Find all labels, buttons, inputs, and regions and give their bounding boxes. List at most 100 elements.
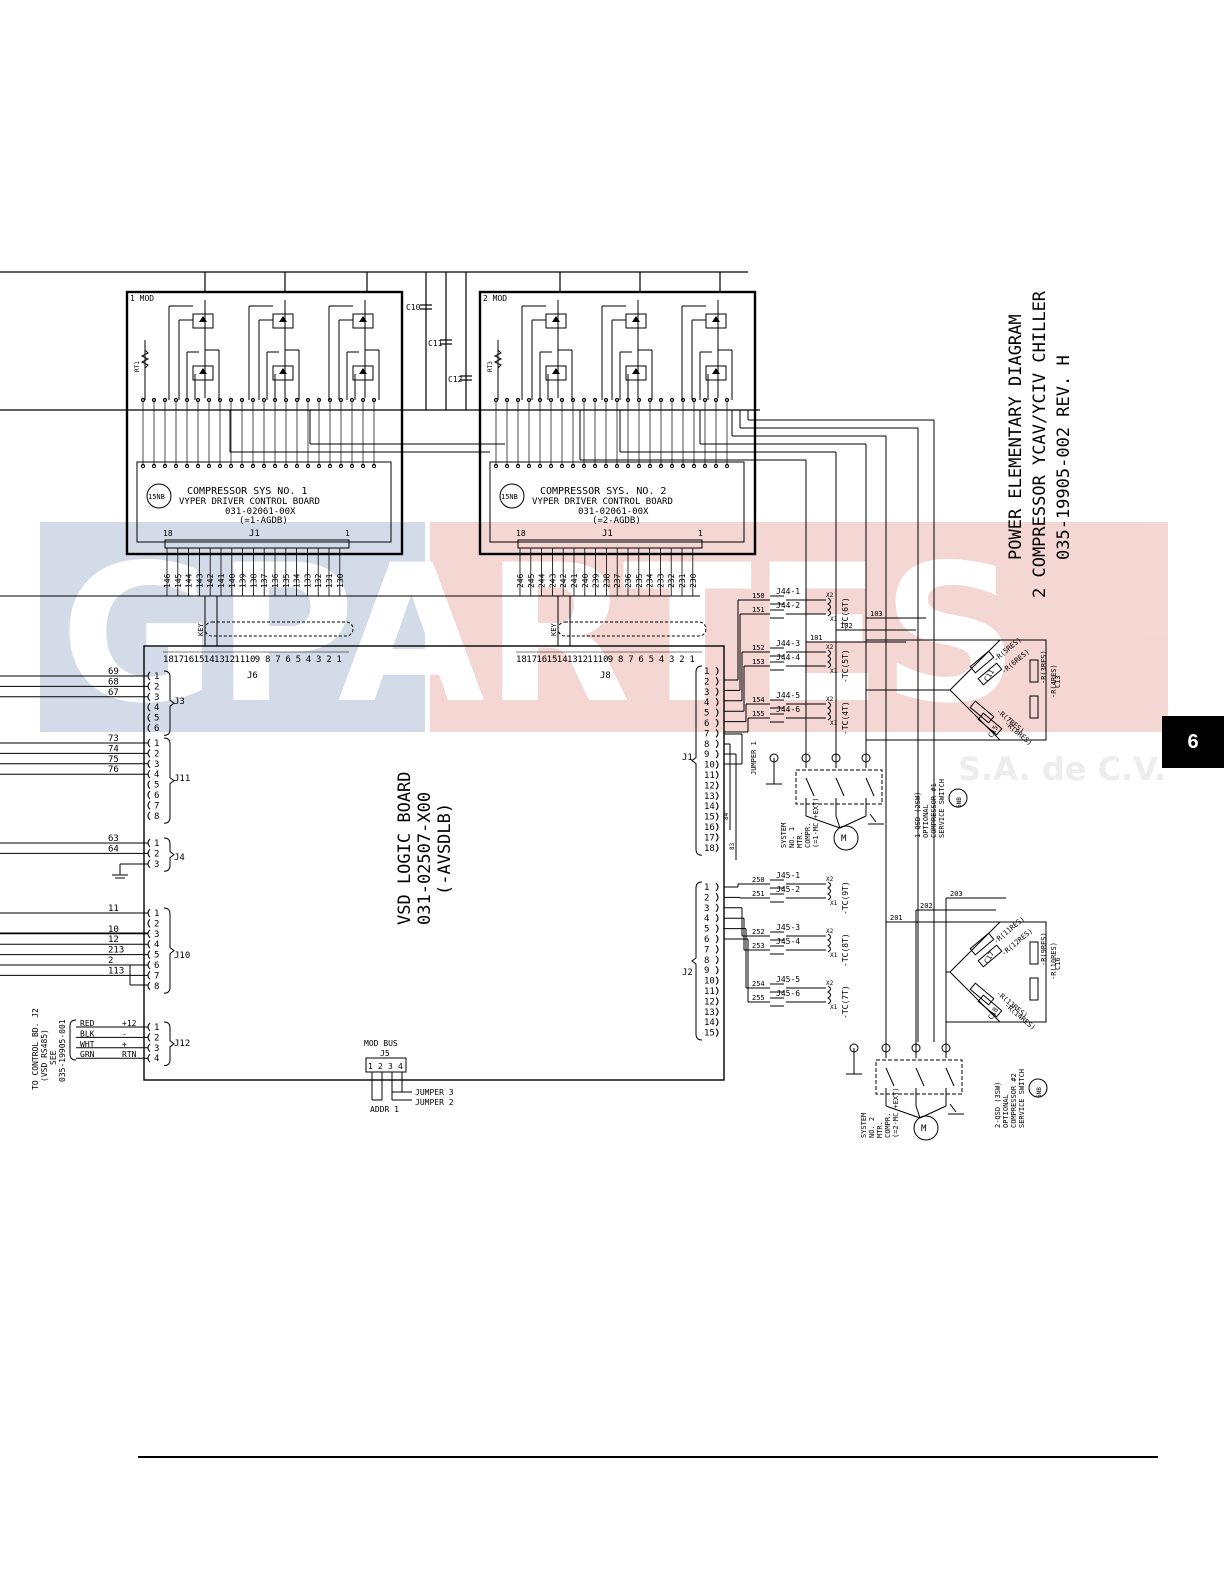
pin-cup bbox=[715, 965, 719, 975]
ribbon-wire-140: 140 bbox=[228, 573, 237, 588]
terminal bbox=[647, 463, 653, 469]
terminal bbox=[669, 397, 675, 403]
pin-cup bbox=[147, 929, 151, 939]
terminal bbox=[173, 397, 179, 403]
ribbon-wire-236: 236 bbox=[624, 573, 633, 588]
j8-pin-12: 12 bbox=[577, 655, 588, 665]
thermistor-label: RT3 bbox=[487, 361, 494, 372]
title-line3: 035-19905-002 REV. H bbox=[1054, 355, 1074, 560]
cap-c10-label: C10 bbox=[406, 303, 421, 312]
service-switch-tag: 6NB bbox=[956, 797, 963, 808]
j1-pin-18: 18 bbox=[704, 844, 715, 854]
page-tab[interactable]: 6 bbox=[1162, 716, 1224, 768]
jumper1-label: JUMPER 1 bbox=[750, 741, 758, 775]
pin-cup bbox=[715, 729, 719, 738]
j10-pin-6: 6 bbox=[154, 961, 159, 971]
title-line2: 2 COMPRESSOR YCAV/YCIV CHILLER bbox=[1030, 290, 1050, 598]
pin-cup bbox=[147, 859, 151, 869]
igbt-upper bbox=[272, 313, 294, 329]
terminal bbox=[537, 397, 543, 403]
pin-cup bbox=[147, 919, 151, 928]
resistor bbox=[969, 650, 995, 674]
j1-pin-2: 2 bbox=[704, 677, 709, 687]
terminal bbox=[151, 397, 157, 403]
ribbon-wire-242: 242 bbox=[559, 573, 568, 588]
ct-plug-label-J45-1: J45-1 bbox=[776, 871, 800, 880]
j10-wire-10: 10 bbox=[108, 925, 119, 935]
module-label: 2 MOD bbox=[483, 294, 507, 303]
terminal bbox=[360, 463, 366, 469]
pin-cup bbox=[147, 1033, 151, 1042]
ribbon-wire-232: 232 bbox=[667, 573, 676, 588]
terminal bbox=[614, 397, 620, 403]
j1-pin-16: 16 bbox=[704, 823, 715, 833]
motor-note-5: (=1-MC +EXT) bbox=[812, 797, 820, 848]
pin-cup bbox=[147, 749, 151, 758]
j8-pin-6: 6 bbox=[638, 655, 643, 665]
resistor bbox=[977, 712, 1003, 736]
ribbon-wire-234: 234 bbox=[646, 573, 655, 588]
j8-pin-16: 16 bbox=[536, 655, 547, 665]
logic-board: VSD LOGIC BOARD 031-02507-X00 (-AVSDLB) bbox=[143, 645, 725, 1081]
terminal bbox=[515, 463, 521, 469]
board-subtitle: VYPER DRIVER CONTROL BOARD bbox=[532, 497, 673, 507]
terminal bbox=[603, 463, 609, 469]
ribbon-wire-244: 244 bbox=[538, 573, 547, 588]
board-tag: 15NB bbox=[501, 493, 518, 501]
j12-pin-4: 4 bbox=[154, 1054, 159, 1064]
terminal bbox=[680, 397, 686, 403]
j10-wire-113: 113 bbox=[108, 966, 124, 976]
service-switch bbox=[875, 1059, 963, 1095]
ct-plug bbox=[770, 879, 784, 889]
j6-pin-16: 16 bbox=[183, 655, 194, 665]
service-switch-tag-circle bbox=[948, 788, 968, 808]
bracket bbox=[163, 907, 175, 994]
phase-label-203: 203 bbox=[950, 890, 963, 898]
ribbon-wire-145: 145 bbox=[174, 573, 183, 588]
pin-cup bbox=[147, 713, 151, 722]
motor-label: M bbox=[921, 1124, 927, 1134]
diode bbox=[632, 368, 640, 374]
terminal bbox=[713, 397, 719, 403]
pin-cup bbox=[715, 945, 719, 954]
j5-label: J5 bbox=[380, 1049, 390, 1058]
ct-plug bbox=[770, 931, 784, 941]
pin-cup bbox=[147, 801, 151, 810]
j1-pin-15: 15 bbox=[704, 813, 715, 823]
switch-blade bbox=[865, 777, 875, 797]
phase-label-201: 201 bbox=[890, 914, 903, 922]
pin-cup bbox=[715, 843, 719, 853]
bracket bbox=[691, 665, 703, 856]
snubber-cap-2: C16 bbox=[1054, 957, 1062, 970]
terminal bbox=[272, 463, 278, 469]
igbt-upper bbox=[545, 313, 567, 329]
jumper-key bbox=[557, 621, 707, 637]
j10-pin-1: 1 bbox=[154, 909, 159, 919]
terminal bbox=[338, 463, 344, 469]
pin-cup bbox=[147, 838, 151, 848]
j10-pin-2: 2 bbox=[154, 919, 159, 929]
j6-pin-13: 13 bbox=[214, 655, 225, 665]
j6-pin-12: 12 bbox=[224, 655, 235, 665]
footer-rule bbox=[138, 1456, 1158, 1458]
thermistor bbox=[140, 349, 150, 369]
ribbon-wire-130: 130 bbox=[336, 573, 345, 588]
compressor-motor bbox=[913, 1115, 939, 1141]
motor-note-4: COMPR. bbox=[884, 1113, 892, 1138]
switch-blade bbox=[945, 1067, 955, 1087]
terminal bbox=[526, 463, 532, 469]
ribbon-wire-131: 131 bbox=[325, 573, 334, 588]
terminal bbox=[691, 397, 697, 403]
wire-83: 83 bbox=[729, 842, 736, 850]
pin-cup bbox=[147, 780, 151, 789]
control-board-note: TO CONTROL BD. J2 (VSD RS485) SEE 035-19… bbox=[31, 1008, 67, 1090]
j2-pin-5: 5 bbox=[704, 925, 709, 935]
pin-cup bbox=[715, 924, 719, 933]
j11-pin-6: 6 bbox=[154, 791, 159, 801]
j4-pin-2: 2 bbox=[154, 849, 159, 859]
terminal bbox=[724, 397, 730, 403]
j1-pin-1: 1 bbox=[704, 667, 709, 677]
j1-header bbox=[164, 539, 350, 549]
pin-cup bbox=[715, 708, 719, 717]
